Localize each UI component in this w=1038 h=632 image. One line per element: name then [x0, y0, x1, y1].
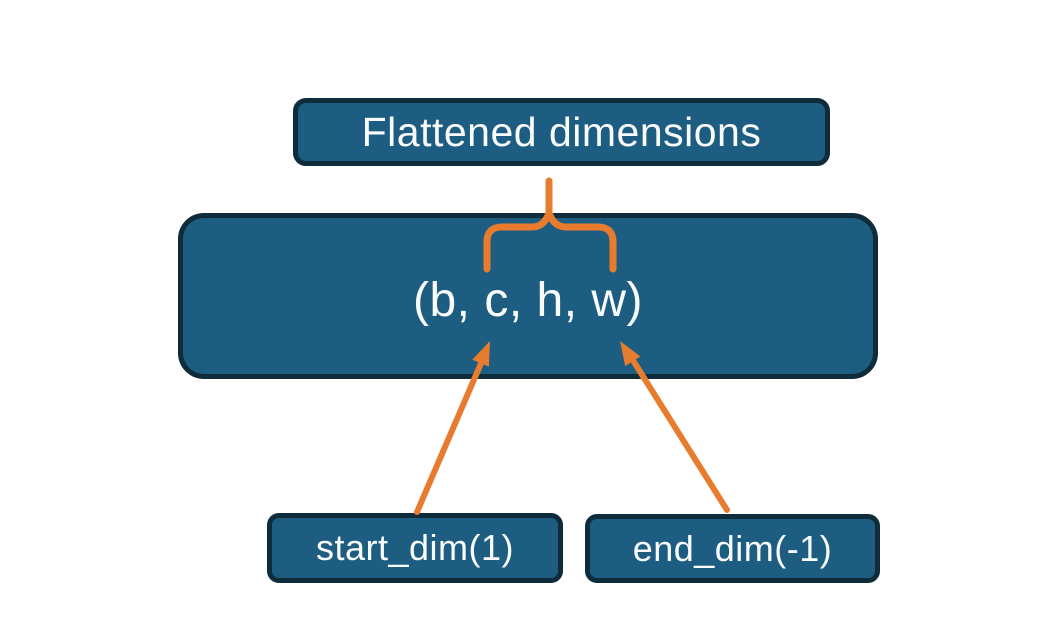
tensor-shape-label: (b, c, h, w) [412, 273, 644, 327]
node-flattened-dimensions: Flattened dimensions [293, 98, 830, 166]
node-tensor-shape: (b, c, h, w) [178, 213, 878, 379]
end-dim-arrow-line [631, 359, 730, 513]
start-dim-label: start_dim(1) [315, 527, 515, 568]
flattened-dimensions-label: Flattened dimensions [361, 108, 762, 155]
node-start-dim: start_dim(1) [267, 513, 563, 583]
node-end-dim: end_dim(-1) [585, 514, 880, 583]
start-dim-arrow-line [414, 358, 485, 515]
end-dim-label: end_dim(-1) [632, 527, 833, 569]
